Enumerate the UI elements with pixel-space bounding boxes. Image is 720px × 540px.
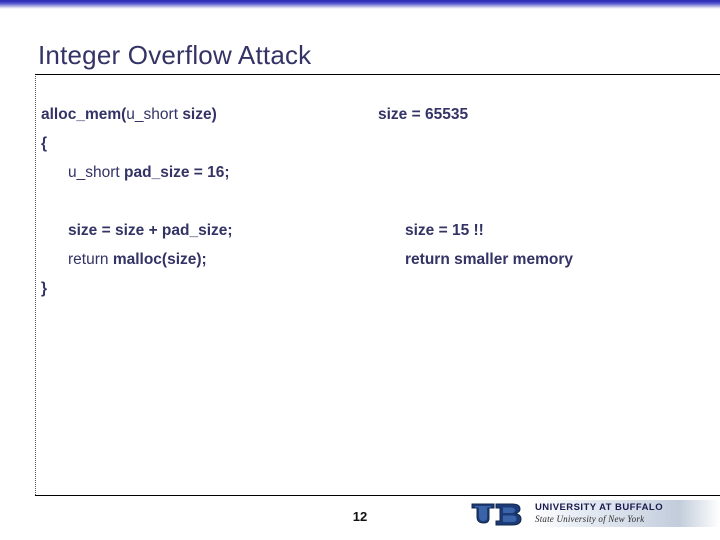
footer-divider: [35, 495, 720, 496]
page-title: Integer Overflow Attack: [38, 40, 312, 70]
code-token: size = 15 !!: [405, 222, 484, 239]
code-line-right: size = 15 !!: [378, 216, 484, 245]
code-line-left: alloc_mem(u_short size): [41, 100, 217, 129]
logo-system-name: State University of New York: [535, 514, 645, 524]
code-line-left: size = size + pad_size;: [41, 216, 233, 245]
university-logo: UNIVERSITY AT BUFFALO State University o…: [470, 500, 720, 530]
code-token: alloc_mem(: [41, 106, 127, 123]
code-token: malloc(size);: [112, 251, 207, 268]
code-line-left: return malloc(size);: [41, 245, 207, 274]
code-token: u_short: [126, 106, 183, 123]
code-line: }: [0, 274, 720, 303]
code-line: return malloc(size); return smaller memor…: [0, 245, 720, 274]
ub-monogram-icon: [471, 503, 522, 526]
left-dotted-guide: [35, 76, 36, 495]
code-line: u_short pad_size = 16;: [0, 158, 720, 187]
code-token: size = 65535: [378, 106, 469, 123]
code-line: {: [0, 129, 720, 158]
code-token: return smaller memory: [405, 251, 573, 268]
code-token: {: [41, 135, 48, 152]
code-line: size = size + pad_size; size = 15 !!: [0, 216, 720, 245]
code-token: u_short: [68, 164, 125, 181]
code-line-left: }: [41, 274, 47, 303]
code-line-right: size = 65535: [378, 100, 468, 129]
code-token: pad_size = 16;: [124, 164, 230, 181]
code-content-block: alloc_mem(u_short size)size = 65535{u_sh…: [0, 100, 720, 320]
code-line: alloc_mem(u_short size) size = 65535: [0, 100, 720, 129]
top-accent-bar: [0, 0, 720, 9]
code-line-left: u_short pad_size = 16;: [41, 158, 230, 187]
code-line-right: return smaller memory: [378, 245, 573, 274]
code-line-left: {: [41, 129, 47, 158]
logo-wordmark: UNIVERSITY AT BUFFALO State University o…: [532, 500, 720, 527]
code-token: size): [182, 106, 217, 123]
code-token: size = size + pad_size;: [68, 222, 233, 239]
code-token: }: [41, 280, 48, 297]
code-token: return: [68, 251, 113, 268]
page-number: 12: [352, 509, 368, 524]
title-divider: [35, 74, 720, 75]
logo-university-name: UNIVERSITY AT BUFFALO: [535, 502, 664, 513]
code-line: [0, 187, 720, 216]
